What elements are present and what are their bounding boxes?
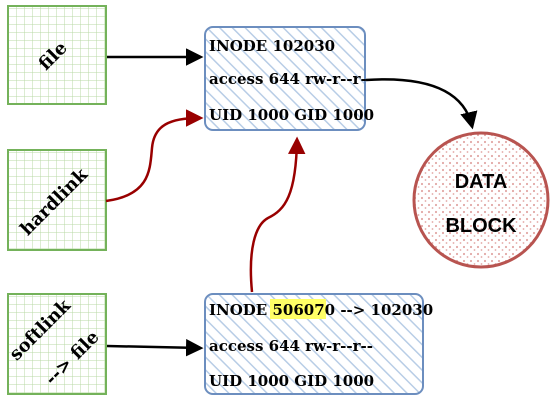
inode-soft-line2: access 644 rw-r--r-- [209,337,373,355]
arrow-hardlink-to-inode [105,109,204,203]
inode-main-line3: UID 1000 GID 1000 [209,106,374,124]
inode-soft-box: INODE 506070 --> 102030 access 644 rw-r-… [204,293,433,395]
data-block-line2: BLOCK [445,215,517,237]
inode-main-line1: INODE 102030 [209,37,335,55]
data-block-node: DATA BLOCK [412,131,550,269]
inode-soft-highlight-number: 506070 [272,301,335,319]
softlink-node: softlink --> file [5,293,107,395]
arrow-soft-inode-to-main-inode [249,136,306,293]
arrow-inode-to-data [365,78,478,130]
inode-main-line2: access 644 rw-r--r-- [209,70,373,88]
inode-soft-line3: UID 1000 GID 1000 [209,372,374,390]
hardlink-node: hardlink [7,149,107,251]
inode-soft-suffix: --> 102030 [335,301,433,319]
file-node: file [7,5,107,105]
inode-highlight [270,299,326,319]
inode-soft-line1: INODE 506070 --> 102030 [209,301,433,319]
arrow-softlink-to-inode-box [106,338,204,357]
data-block-line1: DATA [455,171,508,193]
inode-soft-prefix: INODE [209,301,272,319]
inode-main-box: INODE 102030 access 644 rw-r--r-- UID 10… [204,26,374,131]
